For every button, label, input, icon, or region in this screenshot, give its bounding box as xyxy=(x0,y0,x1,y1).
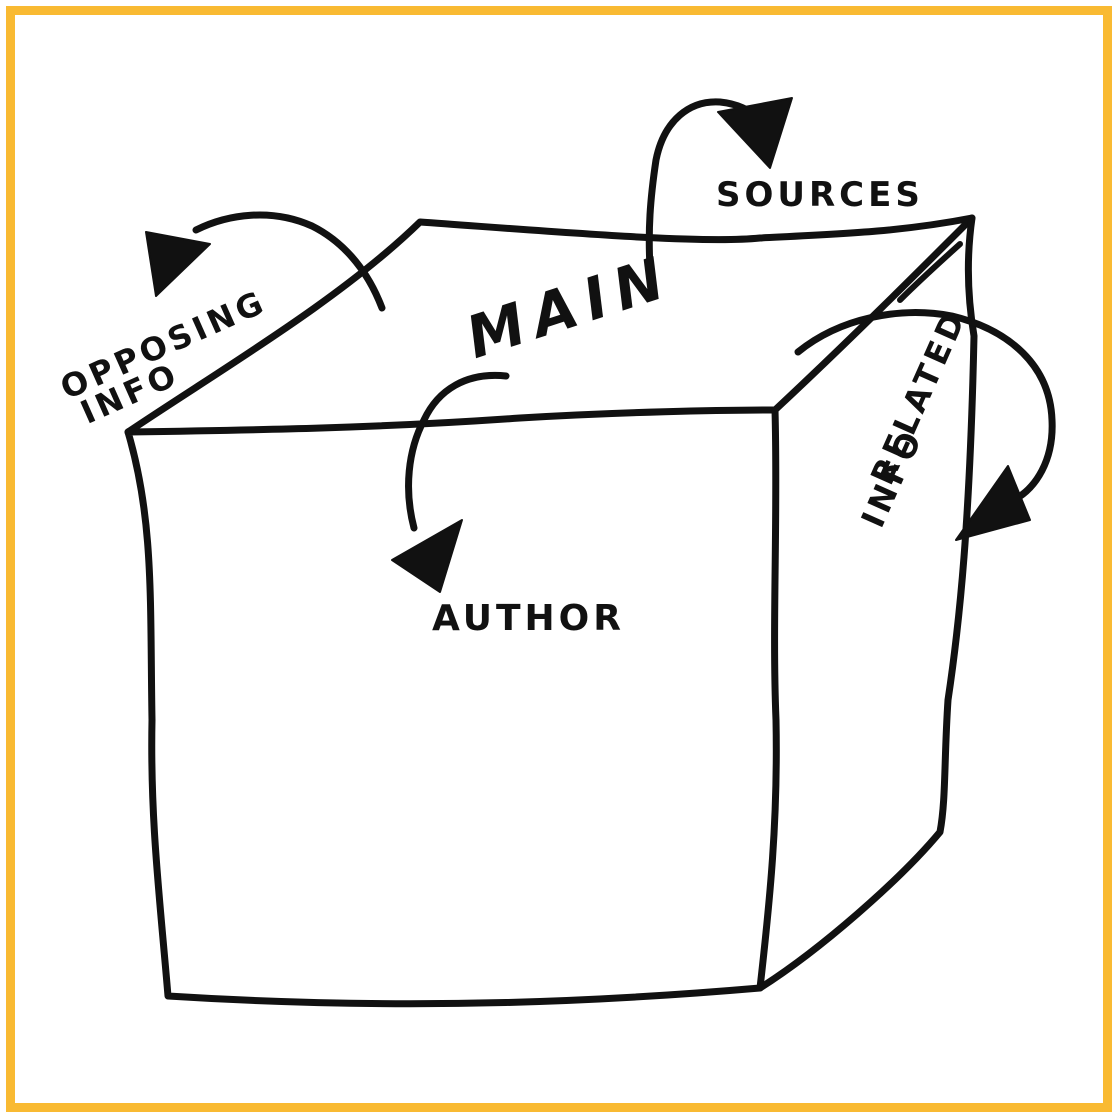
box-front-face xyxy=(124,406,780,1008)
box-top-face xyxy=(124,214,976,436)
opposing-info-arrowhead xyxy=(145,231,211,297)
author-arrowhead xyxy=(391,519,463,593)
author-arrow xyxy=(405,371,510,532)
label-sources: SOURCES xyxy=(716,175,924,215)
box-side-face xyxy=(756,214,978,992)
label-author: AUTHOR xyxy=(432,598,625,639)
sources-arrowhead xyxy=(717,97,793,169)
label-related-line2: INFO xyxy=(854,423,931,533)
diagram-frame xyxy=(6,6,1112,1112)
related-info-arrow xyxy=(794,309,1056,504)
sources-arrow xyxy=(645,98,768,272)
box-rim-line xyxy=(897,241,963,303)
opposing-info-arrow xyxy=(192,211,386,312)
label-main: MAIN xyxy=(458,242,681,372)
related-info-arrowhead xyxy=(955,465,1031,541)
